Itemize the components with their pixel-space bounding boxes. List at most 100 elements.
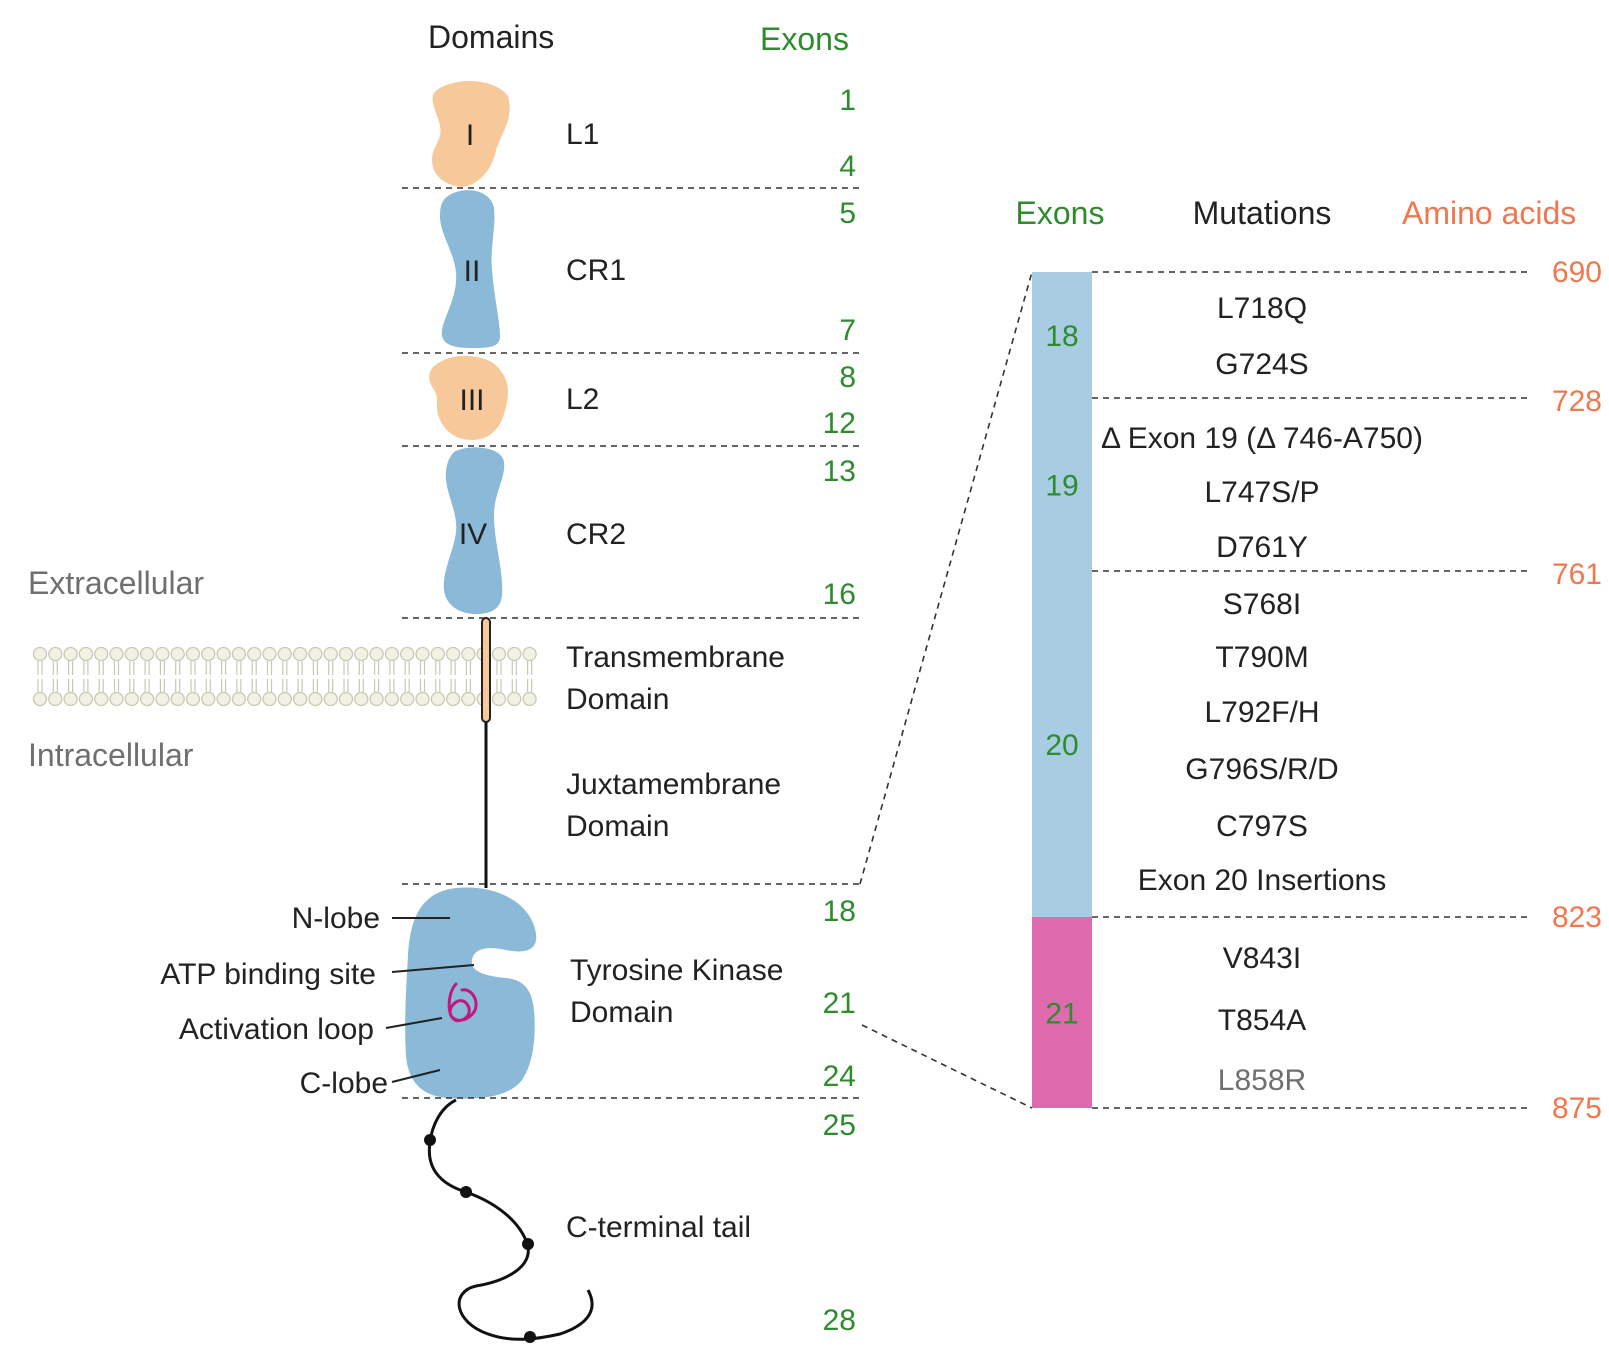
lipid-head xyxy=(292,691,308,707)
exon-number: 8 xyxy=(839,361,856,394)
lipid-head xyxy=(384,646,400,662)
detail-exons-header: Exons xyxy=(1016,195,1105,231)
lipid-head xyxy=(461,646,476,662)
aa-number: 761 xyxy=(1552,558,1602,591)
activation-loop-label: Activation loop xyxy=(179,1013,374,1046)
lipid-head xyxy=(48,691,63,707)
exon-number: 4 xyxy=(839,150,856,183)
lipid-head xyxy=(491,691,507,707)
exon-segment-label: 19 xyxy=(1045,470,1078,503)
c-lobe-label: C-lobe xyxy=(300,1067,388,1100)
atp-pointer xyxy=(391,964,475,973)
lipid-head xyxy=(491,646,507,662)
exon-number: 1 xyxy=(839,84,856,117)
domain-l1-label: L1 xyxy=(566,118,599,151)
domain-l2-label: L2 xyxy=(566,383,599,416)
lipid-head xyxy=(445,691,461,707)
exon-segment-label: 20 xyxy=(1045,729,1078,762)
mutation-label: V843I xyxy=(1223,942,1301,975)
mutation-label: Δ Exon 19 (Δ 746-A750) xyxy=(1101,422,1423,455)
mutation-label: T854A xyxy=(1218,1004,1306,1037)
mutation-label: L792F/H xyxy=(1204,696,1319,729)
lipid-head xyxy=(170,646,185,662)
intracellular-label: Intracellular xyxy=(28,737,194,773)
exon-number: 13 xyxy=(823,455,856,488)
exon-number: 5 xyxy=(839,197,856,230)
lipid-head xyxy=(216,646,231,662)
domain-iv-numeral: IV xyxy=(459,518,487,551)
lipid-head xyxy=(338,691,354,707)
exon-number: 16 xyxy=(823,578,856,611)
domain-ii-numeral: II xyxy=(464,255,481,288)
exon-segment-19 xyxy=(1032,398,1092,571)
lipid-head xyxy=(323,691,338,707)
domain-iii-numeral: III xyxy=(459,384,484,417)
juxtamembrane-label-line2: Domain xyxy=(566,810,669,843)
mutation-label: L747S/P xyxy=(1204,476,1319,509)
extracellular-label: Extracellular xyxy=(28,565,204,601)
lipid-head xyxy=(354,691,369,707)
mutation-label: D761Y xyxy=(1216,531,1308,564)
exon-number: 28 xyxy=(823,1304,856,1337)
mutation-label: L718Q xyxy=(1217,292,1307,325)
lipid-head xyxy=(430,691,445,707)
lipid-head xyxy=(185,691,201,707)
phosphosite-dot xyxy=(424,1134,436,1146)
lipid-head xyxy=(308,691,323,707)
domain-ii-shape xyxy=(440,190,500,348)
lipid-head xyxy=(139,691,155,707)
domain-i-shape xyxy=(432,81,510,187)
amino-acids-header: Amino acids xyxy=(1402,195,1576,231)
phosphosite-dot xyxy=(460,1186,472,1198)
domain-iii-shape xyxy=(429,355,508,440)
lipid-head xyxy=(109,691,124,707)
mutation-label: S768I xyxy=(1223,588,1301,621)
transmembrane-helix xyxy=(481,617,491,723)
lipid-head xyxy=(63,691,78,707)
lipid-head xyxy=(247,646,262,662)
lipid-head xyxy=(507,691,522,707)
lipid-head xyxy=(32,691,48,707)
exon-number: 18 xyxy=(823,895,856,928)
exon-segment-label: 18 xyxy=(1045,320,1078,353)
lipid-head xyxy=(400,691,415,707)
lipid-head xyxy=(354,646,369,662)
exon-segment-21 xyxy=(1032,917,1092,1108)
domain-iv-shape xyxy=(443,447,505,614)
lipid-head xyxy=(277,691,292,707)
exon-number: 21 xyxy=(823,987,856,1020)
lipid-head xyxy=(201,691,216,707)
phosphosite-dot xyxy=(524,1331,536,1343)
domain-cr1-label: CR1 xyxy=(566,254,626,287)
exon-segment-20 xyxy=(1032,571,1092,917)
lipid-head xyxy=(216,691,231,707)
lipid-head xyxy=(94,691,109,707)
c-terminal-tail xyxy=(427,1098,594,1341)
mutation-label: C797S xyxy=(1216,810,1308,843)
lipid-head xyxy=(247,691,262,707)
transmembrane-label-line2: Domain xyxy=(566,683,669,716)
lipid-head xyxy=(292,646,308,662)
lipid-head xyxy=(369,646,384,662)
tyrosine-kinase-label-line1: Tyrosine Kinase xyxy=(570,954,783,987)
n-lobe-label: N-lobe xyxy=(292,902,380,935)
exon-number: 25 xyxy=(823,1109,856,1142)
tyrosine-kinase-label-line2: Domain xyxy=(570,996,673,1029)
exon-number: 7 xyxy=(839,314,856,347)
lipid-head xyxy=(445,646,461,662)
c-terminal-label: C-terminal tail xyxy=(566,1211,751,1244)
lipid-head xyxy=(155,646,170,662)
lipid-head xyxy=(384,691,400,707)
lipid-head xyxy=(109,646,124,662)
exon-number: 12 xyxy=(823,407,856,440)
mutation-label: L858R xyxy=(1218,1064,1306,1097)
activation-pointer xyxy=(385,1017,443,1029)
zoom-connector-bottom xyxy=(861,1024,1033,1109)
aa-number: 823 xyxy=(1552,901,1602,934)
domain-i-numeral: I xyxy=(466,119,474,152)
atp-label: ATP binding site xyxy=(160,958,376,991)
lipid-head xyxy=(430,646,445,662)
exon-number: 24 xyxy=(823,1060,856,1093)
domain-cr2-label: CR2 xyxy=(566,518,626,551)
